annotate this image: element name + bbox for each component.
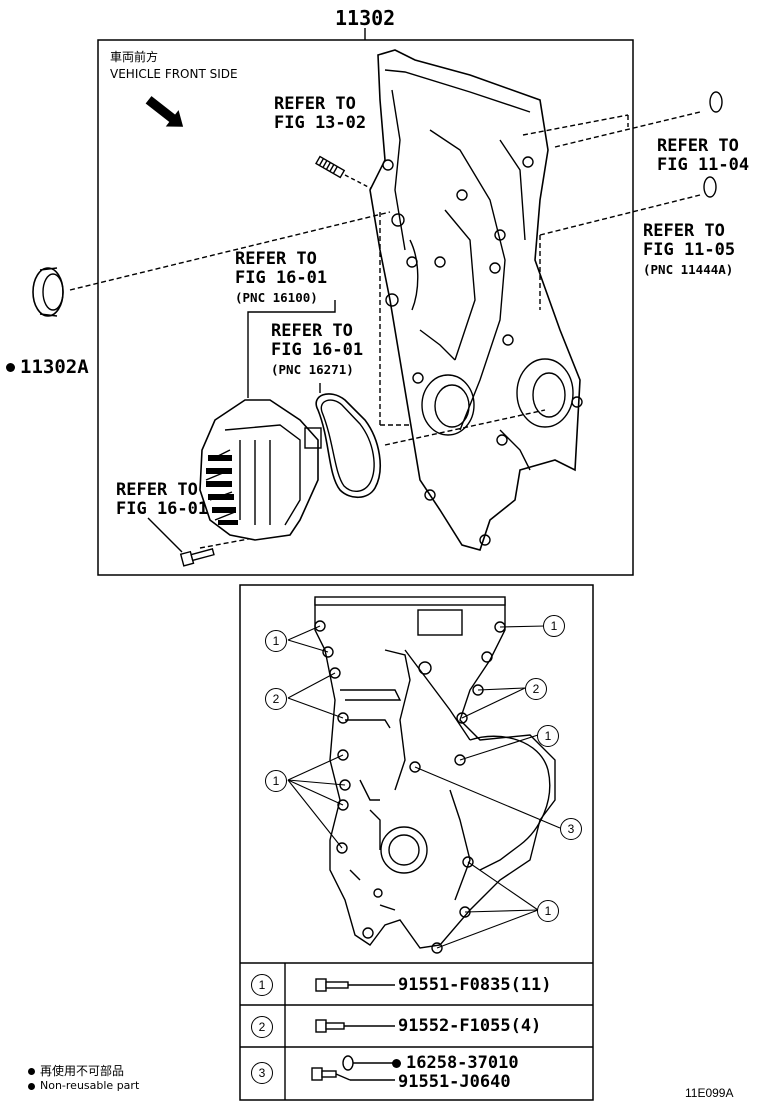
table-key-1: 1: [251, 974, 273, 996]
non-reusable-dot-icon: [28, 1082, 35, 1090]
ref-line2: FIG 11-04: [657, 155, 750, 175]
part-number-91551-j0640[interactable]: 91551-J0640: [398, 1072, 511, 1092]
part-number-91551-f0835[interactable]: 91551-F0835(11): [398, 975, 552, 995]
direction-label-jp: 車両前方: [110, 50, 159, 64]
ref-line1: REFER TO: [271, 321, 353, 341]
bolt-callout[interactable]: 1: [537, 725, 559, 747]
table-key-2: 2: [251, 1016, 273, 1038]
table-key-3: 3: [251, 1062, 273, 1084]
ref-line1: REFER TO: [657, 136, 739, 156]
non-reusable-dot-icon: [392, 1058, 401, 1068]
part-number-91552-f1055[interactable]: 91552-F1055(4): [398, 1016, 542, 1036]
ref-line2: FIG 16-01: [116, 499, 209, 519]
ref-line1: REFER TO: [235, 249, 317, 269]
ref-fig-13-02[interactable]: REFER TO FIG 13-02: [274, 95, 366, 133]
bolt-callout[interactable]: 3: [560, 818, 582, 840]
legend-jp: 再使用不可部品: [28, 1062, 124, 1079]
ref-fig-16-01-water-pump[interactable]: REFER TO FIG 16-01 (PNC 16100): [235, 250, 327, 307]
ref-pnc: (PNC 11444A): [643, 262, 734, 277]
legend-en-text: Non-reusable part: [40, 1079, 140, 1092]
ref-line2: FIG 13-02: [274, 113, 367, 133]
assembly-part-number[interactable]: 11302: [335, 6, 396, 30]
direction-label-en: VEHICLE FRONT SIDE: [110, 67, 238, 81]
bolt-callout[interactable]: 1: [543, 615, 565, 637]
ref-fig-16-01-bolt[interactable]: REFER TO FIG 16-01: [116, 481, 208, 519]
non-reusable-dot-icon: [6, 363, 15, 372]
bolt-callout[interactable]: 1: [265, 630, 287, 652]
ref-line1: REFER TO: [116, 480, 198, 500]
figure-code: 11E099A: [685, 1086, 734, 1100]
ref-line1: REFER TO: [274, 94, 356, 114]
ref-line2: FIG 16-01: [235, 268, 328, 288]
bolt-callout[interactable]: 1: [537, 900, 559, 922]
bolt-callout[interactable]: 1: [265, 770, 287, 792]
oil-seal-part-label[interactable]: 11302A: [6, 356, 89, 378]
legend-jp-text: 再使用不可部品: [40, 1064, 125, 1078]
part-number-16258-37010[interactable]: 16258-37010: [392, 1053, 519, 1073]
ref-fig-11-04[interactable]: REFER TO FIG 11-04: [657, 137, 749, 175]
bolt-callout[interactable]: 2: [265, 688, 287, 710]
direction-arrow-icon: [155, 95, 185, 125]
ref-line2: FIG 16-01: [271, 340, 364, 360]
ref-line1: REFER TO: [643, 221, 725, 241]
ref-pnc: (PNC 16271): [271, 362, 354, 377]
legend-en: Non-reusable part: [28, 1079, 139, 1092]
bolt-callout[interactable]: 2: [525, 678, 547, 700]
ref-line2: FIG 11-05: [643, 240, 736, 260]
ref-fig-16-01-gasket[interactable]: REFER TO FIG 16-01 (PNC 16271): [271, 322, 363, 379]
non-reusable-dot-icon: [28, 1068, 35, 1075]
ref-pnc: (PNC 16100): [235, 290, 318, 305]
oil-seal-part-number: 11302A: [20, 356, 89, 378]
part-number-text: 16258-37010: [406, 1053, 519, 1073]
ref-fig-11-05[interactable]: REFER TO FIG 11-05 (PNC 11444A): [643, 222, 735, 279]
